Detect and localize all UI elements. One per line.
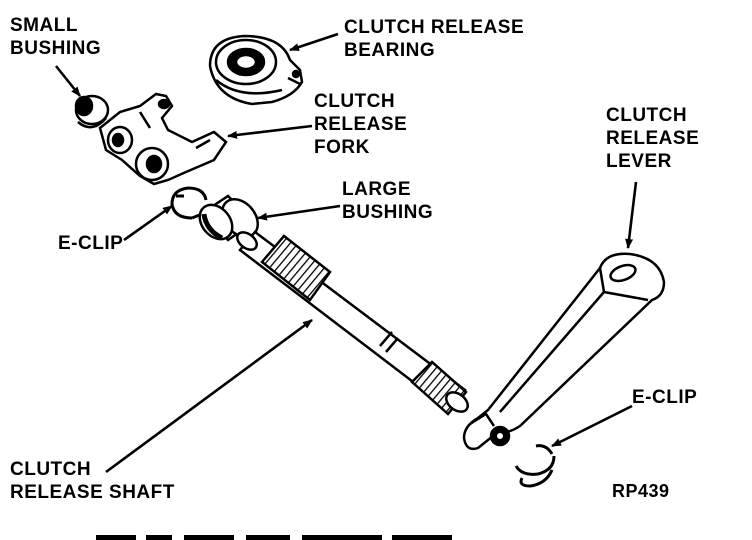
clutch-release-fork — [98, 92, 228, 186]
arrow-large-bushing — [257, 204, 341, 221]
large-bushing — [198, 194, 259, 242]
arrow-small-bushing — [54, 65, 82, 97]
label-clutch-release-lever-line1: CLUTCH — [606, 105, 688, 126]
clutch-release-shaft — [236, 230, 469, 416]
label-clutch-release-fork-line2: RELEASE — [314, 114, 408, 135]
arrow-clutch-release-fork — [227, 124, 313, 139]
label-clutch-release-fork: CLUTCH RELEASE FORK — [314, 90, 407, 159]
label-clutch-release-lever-line3: LEVER — [606, 151, 672, 172]
arrow-clutch-release-shaft — [105, 318, 313, 474]
label-clutch-release-fork-line3: FORK — [314, 137, 370, 158]
label-large-bushing-line1: LARGE — [342, 179, 411, 200]
leader-arrows — [54, 32, 638, 474]
clutch-release-bearing — [208, 34, 304, 106]
label-clutch-release-lever-line2: RELEASE — [606, 128, 700, 149]
label-large-bushing-line2: BUSHING — [342, 202, 434, 223]
e-clip-right — [514, 444, 556, 488]
reference-code: RP439 — [612, 481, 670, 501]
label-small-bushing-line2: BUSHING — [10, 38, 102, 59]
label-e-clip-left: E-CLIP — [58, 233, 124, 254]
label-clutch-release-lever: CLUTCH RELEASE LEVER — [606, 104, 699, 173]
clutch-release-lever — [462, 252, 666, 451]
arrow-e-clip-left — [123, 204, 173, 242]
label-e-clip-right: E-CLIP — [632, 387, 698, 408]
arrow-clutch-release-bearing — [289, 32, 339, 52]
label-small-bushing: SMALL BUSHING — [10, 14, 101, 60]
label-clutch-release-shaft-line2: RELEASE SHAFT — [10, 482, 175, 503]
label-clutch-release-bearing-line2: BEARING — [344, 40, 436, 61]
label-clutch-release-bearing: CLUTCH RELEASE BEARING — [344, 16, 524, 62]
label-clutch-release-shaft-line1: CLUTCH — [10, 459, 92, 480]
arrow-clutch-release-lever — [625, 181, 638, 249]
cropped-caption-fragment — [96, 535, 452, 540]
label-clutch-release-bearing-line1: CLUTCH RELEASE — [344, 17, 525, 38]
label-clutch-release-shaft: CLUTCH RELEASE SHAFT — [10, 458, 175, 504]
small-bushing — [74, 94, 110, 129]
label-small-bushing-line1: SMALL — [10, 15, 78, 36]
label-clutch-release-fork-line1: CLUTCH — [314, 91, 396, 112]
label-large-bushing: LARGE BUSHING — [342, 178, 433, 224]
arrow-e-clip-right — [551, 404, 633, 448]
